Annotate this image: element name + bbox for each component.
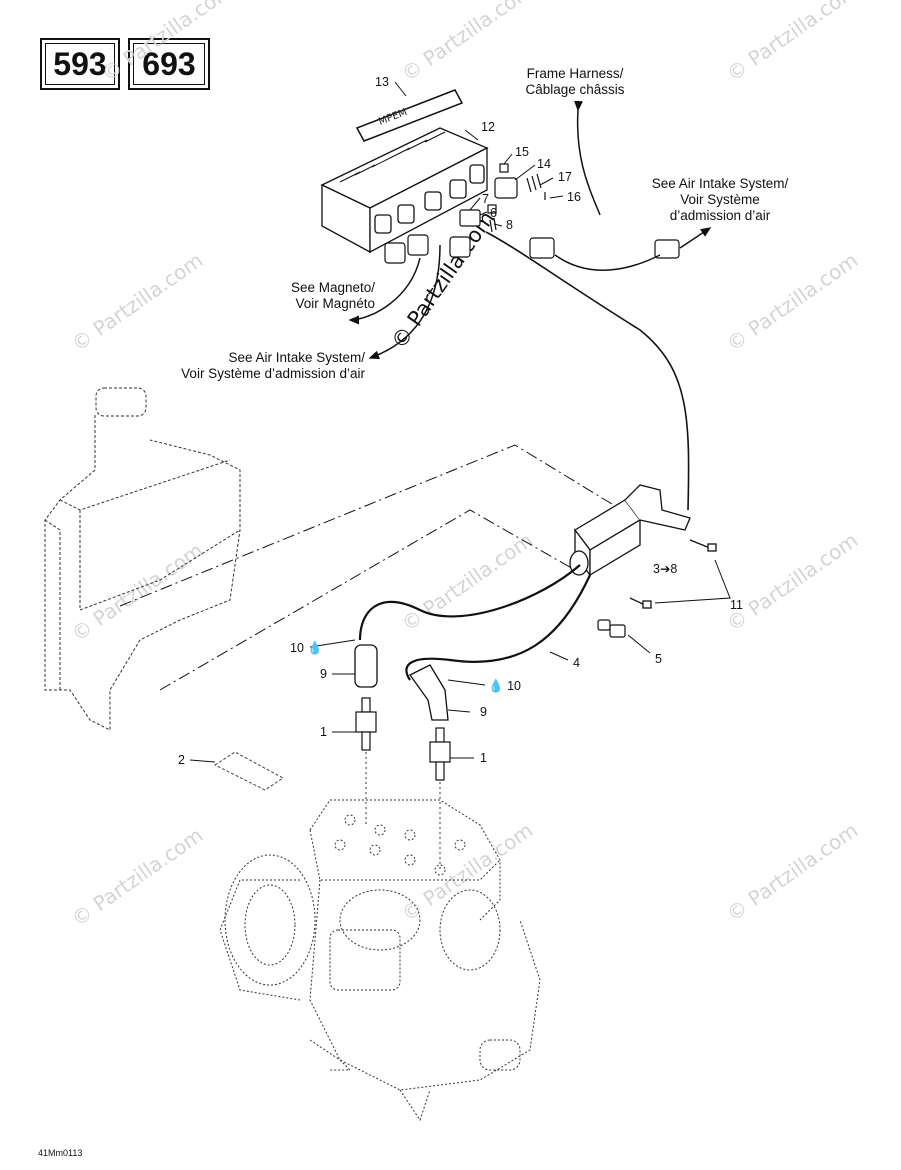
droplet-icon: 💧	[307, 641, 323, 655]
callout-14: 14	[537, 157, 551, 171]
callout-12: 12	[481, 120, 495, 134]
connector-parts	[459, 163, 546, 233]
callout-9-left: 9	[320, 667, 327, 681]
spark-plug-cap-part-9	[354, 644, 449, 721]
callout-3-8: 3➔8	[653, 562, 678, 576]
callout-5: 5	[655, 652, 662, 666]
callout-11: 11	[730, 598, 743, 612]
figure-code: 41Mm0113	[38, 1148, 83, 1158]
spark-plug-part-1	[355, 697, 451, 781]
engine	[219, 799, 541, 1122]
oil-tank	[44, 387, 241, 731]
ignition-wire-part-4	[358, 564, 591, 681]
callout-13: 13	[375, 75, 389, 89]
callout-10-right: 💧 10	[488, 679, 521, 693]
model-badge-593: 593	[40, 38, 120, 90]
air-intake-left-label: See Air Intake System/Voir Système d’adm…	[181, 350, 365, 381]
decal-part-13: MPEM	[355, 81, 464, 142]
callout-15: 15	[515, 145, 529, 159]
callout-17: 17	[558, 170, 572, 184]
callout-4: 4	[573, 656, 580, 670]
mpem-module-part-12	[320, 127, 489, 254]
callout-16: 16	[567, 190, 581, 204]
callout-10-left: 10 💧	[290, 641, 323, 655]
callout-9-right: 9	[480, 705, 487, 719]
connector-part-5	[597, 619, 626, 638]
callout-1-left: 1	[320, 725, 327, 739]
callout-6: 6	[490, 206, 497, 220]
model-badge-693: 693	[128, 38, 210, 90]
ignition-coil-part-3	[569, 484, 691, 577]
callout-2: 2	[178, 753, 185, 767]
label-part-2	[189, 751, 284, 791]
harness-connectors	[384, 234, 680, 264]
callout-7: 7	[482, 192, 489, 206]
callout-1-right: 1	[480, 751, 487, 765]
magneto-label: See Magneto/Voir Magnéto	[290, 280, 375, 311]
droplet-icon: 💧	[488, 679, 504, 693]
frame-harness-label: Frame Harness/Câblage châssis	[525, 66, 625, 97]
callout-8: 8	[506, 218, 513, 232]
